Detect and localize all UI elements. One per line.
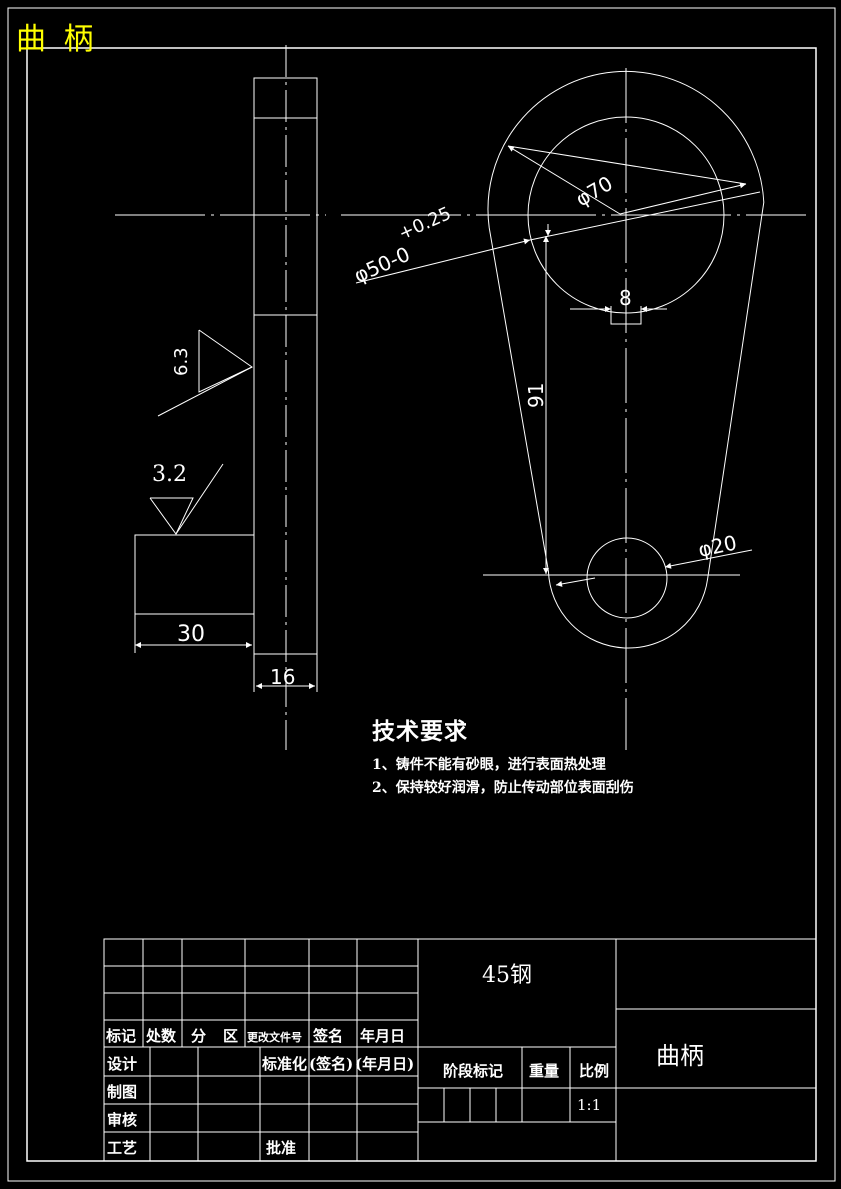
- outer-border: [7, 7, 836, 1182]
- tb-stage-mark: 阶段标记: [443, 1062, 504, 1080]
- corner-title: 曲 柄: [16, 22, 98, 57]
- tb-row-design: 设计: [107, 1055, 138, 1073]
- phi70-dimline: [507, 145, 747, 185]
- tb-material: 45钢: [482, 963, 532, 988]
- tb-header-sign: 签名: [313, 1027, 344, 1045]
- dim-8: 8: [619, 286, 632, 310]
- tech-item-2: 2、保持较好润滑，防止传动部位表面刮伤: [372, 780, 634, 796]
- title-block-grid: [103, 938, 817, 1162]
- tb-header-date: 年月日: [360, 1027, 406, 1045]
- tb-header-change-doc: 更改文件号: [247, 1031, 302, 1044]
- tb-row-review: 审核: [107, 1111, 138, 1129]
- side-view: [115, 45, 326, 750]
- tech-item-1: 1、铸件不能有砂眼，进行表面热处理: [372, 757, 606, 773]
- tb-header-fen: 分: [191, 1027, 207, 1045]
- tb-weight: 重量: [529, 1062, 560, 1080]
- dim-91: 91: [524, 383, 548, 408]
- tb-approve: 批准: [266, 1139, 297, 1157]
- tb-header-qu: 区: [223, 1027, 239, 1045]
- dim-16: 16: [270, 665, 295, 689]
- dim-tolerance: +0.25: [395, 203, 454, 245]
- tech-title: 技术要求: [372, 718, 468, 745]
- dimension-labels: φ70 φ50-0 +0.25 8 91 φ20 30 16 6.3 3.2: [152, 171, 739, 689]
- tb-header-count: 处数: [146, 1027, 177, 1045]
- roughness-6-3: 6.3: [171, 347, 192, 376]
- tb-row-process: 工艺: [107, 1139, 138, 1157]
- roughness-3-2: 3.2: [152, 462, 187, 487]
- dim-phi50: φ50-0: [350, 242, 413, 288]
- dim-phi70: φ70: [571, 171, 616, 211]
- tb-scale-value: 1:1: [577, 1096, 602, 1114]
- tb-header-mark: 标记: [106, 1027, 137, 1045]
- tb-part-name: 曲柄: [656, 1042, 704, 1070]
- technical-requirements: 技术要求 1、铸件不能有砂眼，进行表面热处理 2、保持较好润滑，防止传动部位表面…: [372, 712, 634, 800]
- tb-row-drawing: 制图: [107, 1083, 138, 1101]
- tb-scale-label: 比例: [579, 1062, 610, 1080]
- front-view: [341, 68, 806, 750]
- dim-30: 30: [177, 622, 205, 647]
- tb-standardize: 标准化: [262, 1055, 308, 1073]
- dim-phi20: φ20: [696, 530, 739, 562]
- tb-date: (年月日): [355, 1055, 415, 1073]
- tb-sign: (签名): [309, 1055, 354, 1073]
